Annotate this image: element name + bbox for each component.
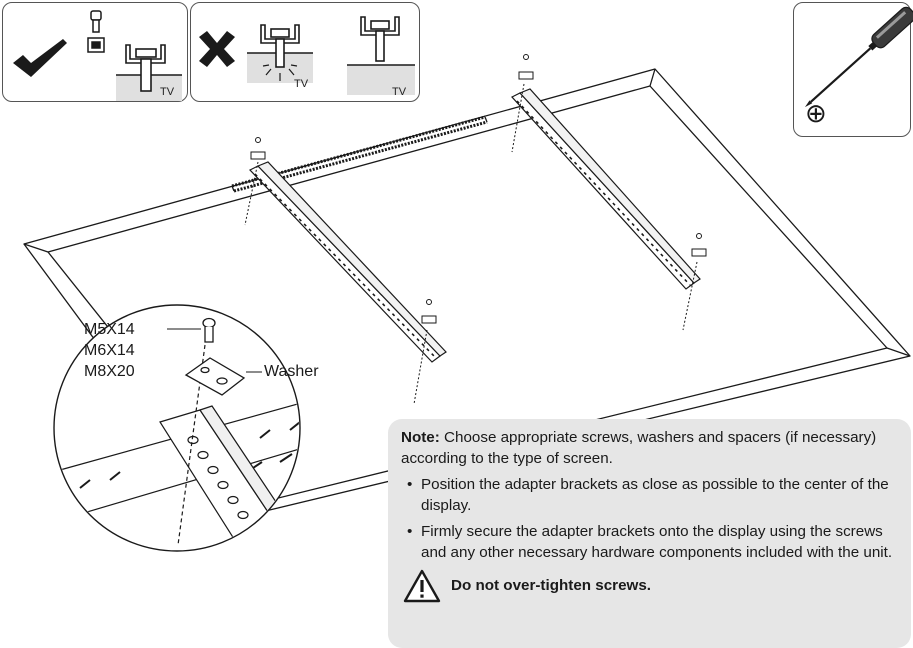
incorrect-screw-diagram	[199, 16, 415, 95]
tv-label-incorrect-short: TV	[392, 86, 407, 98]
enlarged-screw-icon	[202, 317, 216, 343]
note-lead: Note:	[401, 429, 440, 446]
screw-size-list: M5X14 M6X14 M8X20	[84, 320, 135, 382]
left-adapter-bracket	[249, 161, 447, 363]
phillips-screwdriver-icon: ⊕	[804, 6, 913, 129]
checkmark-icon	[13, 39, 67, 77]
screw-size-m6x14: M6X14	[84, 341, 135, 359]
tv-label-correct: TV	[160, 86, 175, 98]
cross-icon	[199, 31, 235, 67]
screw-size-m8x20: M8X20	[84, 362, 135, 380]
bracket-screw-too-short-icon	[360, 16, 400, 62]
screw-bottom-left	[413, 299, 437, 405]
tv-vent-slots	[231, 115, 488, 193]
tv-label-incorrect-long: TV	[294, 78, 309, 90]
screw-top-left	[244, 137, 266, 226]
note-bullet-list: Position the adapter brackets as close a…	[401, 475, 897, 563]
note-intro: Note: Choose appropriate screws, washers…	[401, 428, 897, 469]
screw-washer-stack-icon	[87, 10, 105, 53]
bracket-screw-too-long-icon	[260, 24, 300, 68]
impact-burst-icon	[262, 64, 298, 81]
screw-size-m5x14: M5X14	[84, 321, 135, 338]
right-adapter-bracket	[511, 88, 701, 290]
washer-label: Washer	[264, 363, 319, 380]
note-text: Choose appropriate screws, washers and s…	[401, 429, 877, 467]
screw-bottom-right	[682, 233, 707, 331]
warning-row: Do not over-tighten screws.	[403, 569, 897, 603]
correct-screw-diagram	[13, 10, 182, 101]
correct-screw-panel: TV	[2, 2, 188, 102]
note-box: Note: Choose appropriate screws, washers…	[388, 419, 911, 648]
warning-triangle-icon	[403, 569, 441, 603]
warning-text: Do not over-tighten screws.	[451, 576, 651, 594]
note-bullet-position: Position the adapter brackets as close a…	[407, 475, 897, 516]
tool-panel: ⊕	[793, 2, 913, 137]
bracket-screw-correct-icon	[125, 44, 166, 92]
enlarged-washer-icon	[184, 357, 246, 396]
phillips-head-symbol: ⊕	[805, 99, 827, 129]
incorrect-screw-panel: TV TV	[190, 2, 420, 102]
screw-top-right	[511, 54, 534, 153]
note-bullet-secure: Firmly secure the adapter brackets onto …	[407, 522, 897, 563]
